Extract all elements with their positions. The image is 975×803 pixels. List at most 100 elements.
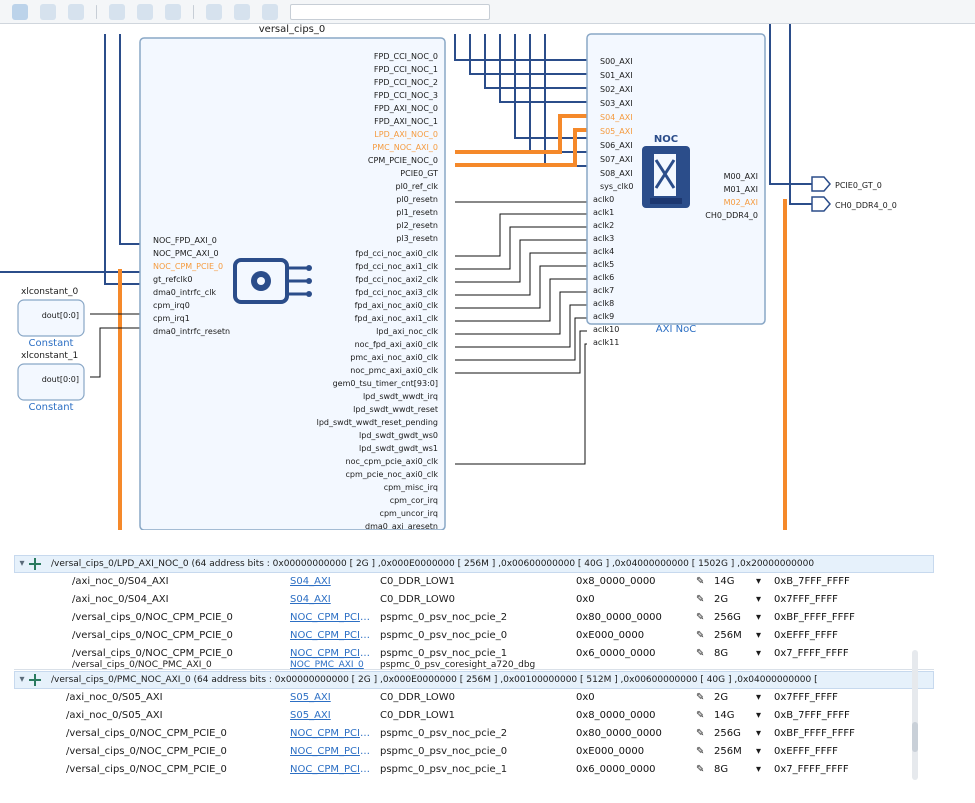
noc-port-left: aclk4	[593, 247, 614, 256]
range[interactable]: 2G	[714, 692, 729, 703]
pencil-icon[interactable]: ✎	[696, 746, 705, 757]
address-group-header[interactable]: ▾ /versal_cips_0/PMC_NOC_AXI_0 (64 addre…	[14, 671, 934, 689]
table-row[interactable]: /axi_noc_0/S05_AXI S05_AXI C0_DDR_LOW0 0…	[14, 689, 934, 707]
base-address[interactable]: 0x80_0000_0000	[576, 612, 662, 623]
table-row[interactable]: /versal_cips_0/NOC_CPM_PCIE_0 NOC_CPM_PC…	[14, 627, 934, 645]
toolbar-icon[interactable]	[68, 3, 84, 20]
noc-port-right: M00_AXI	[724, 172, 758, 181]
range[interactable]: 14G	[714, 710, 735, 721]
base-address[interactable]: 0x0	[576, 594, 595, 605]
chevron-down-icon[interactable]: ▾	[756, 630, 762, 641]
chevron-down-icon[interactable]: ▾	[756, 764, 762, 775]
toolbar-search-input[interactable]	[290, 3, 490, 20]
table-row[interactable]: /versal_cips_0/NOC_CPM_PCIE_0 NOC_CPM_PC…	[14, 645, 934, 663]
range[interactable]: 256G	[714, 728, 741, 739]
slave-interface[interactable]: NOC_CPM_PCIE_0	[290, 630, 376, 641]
cips-right-port: fpd_cci_noc_axi3_clk	[355, 288, 438, 297]
pencil-icon[interactable]: ✎	[696, 594, 705, 605]
toolbar-icon[interactable]	[206, 3, 222, 20]
base-address[interactable]: 0x6_0000_0000	[576, 764, 656, 775]
output-port-pcie0[interactable]: PCIE0_GT_0	[835, 181, 882, 190]
base-address[interactable]: 0x8_0000_0000	[576, 576, 656, 587]
pencil-icon[interactable]: ✎	[696, 612, 705, 623]
cips-right-port: FPD_CCI_NOC_2	[374, 78, 438, 87]
slave-interface[interactable]: S04_AXI	[290, 594, 331, 605]
constant-block[interactable]	[17, 299, 85, 337]
chevron-down-icon[interactable]: ▾	[756, 692, 762, 703]
xlconstant-1[interactable]: xlconstant_1 dout[0:0] Constant	[17, 351, 85, 413]
chevron-down-icon[interactable]: ▾	[756, 710, 762, 721]
slave-interface[interactable]: S05_AXI	[290, 710, 331, 721]
wire-to-ch0-ddr4	[789, 24, 812, 205]
wire-to-s06	[514, 34, 587, 139]
toolbar-icon[interactable]	[165, 3, 181, 20]
noc-port-left: aclk5	[593, 260, 614, 269]
range[interactable]: 2G	[714, 594, 729, 605]
wire-noc-fpd	[455, 304, 587, 348]
vertical-scrollbar[interactable]	[912, 650, 918, 780]
cips-right-port: pl0_ref_clk	[396, 182, 439, 191]
base-name: pspmc_0_psv_noc_pcie_2	[380, 728, 508, 739]
slave-interface[interactable]: S04_AXI	[290, 576, 331, 587]
toolbar-icon[interactable]	[262, 3, 278, 20]
slave-interface[interactable]: NOC_CPM_PCIE_0	[290, 728, 376, 739]
cips-right-port: cpm_pcie_noc_axi0_clk	[346, 470, 439, 479]
cips-right-port: noc_pmc_axi_axi0_clk	[350, 366, 438, 375]
toolbar-icon[interactable]	[12, 3, 28, 20]
xlconstant-0[interactable]: xlconstant_0 dout[0:0] Constant	[17, 287, 85, 349]
range[interactable]: 8G	[714, 764, 729, 775]
range[interactable]: 256M	[714, 630, 742, 641]
orange-wires	[118, 114, 787, 530]
slave-interface[interactable]: S05_AXI	[290, 692, 331, 703]
range[interactable]: 256G	[714, 612, 741, 623]
pencil-icon[interactable]: ✎	[696, 710, 705, 721]
range[interactable]: 14G	[714, 576, 735, 587]
table-row[interactable]: /versal_cips_0/NOC_CPM_PCIE_0 NOC_CPM_PC…	[14, 725, 934, 743]
scrollbar-thumb[interactable]	[912, 722, 918, 752]
table-row[interactable]: /axi_noc_0/S05_AXI S05_AXI C0_DDR_LOW1 0…	[14, 707, 934, 725]
toolbar-icon[interactable]	[109, 3, 125, 20]
toolbar-icon[interactable]	[40, 3, 56, 20]
wire-lpd-to-s04	[455, 114, 587, 154]
chevron-down-icon[interactable]: ▾	[756, 728, 762, 739]
chevron-down-icon[interactable]: ▾	[756, 594, 762, 605]
address-space-icon	[29, 558, 41, 570]
table-row[interactable]: /axi_noc_0/S04_AXI S04_AXI C0_DDR_LOW0 0…	[14, 591, 934, 609]
table-row[interactable]: /versal_cips_0/NOC_CPM_PCIE_0 NOC_CPM_PC…	[14, 761, 934, 779]
cips-right-port: LPD_AXI_NOC_0	[374, 130, 438, 139]
constant-block[interactable]	[17, 363, 85, 401]
pencil-icon[interactable]: ✎	[696, 692, 705, 703]
chevron-down-icon[interactable]: ▾	[19, 674, 25, 685]
pencil-icon[interactable]: ✎	[696, 764, 705, 775]
address-editor-table: ▾ /versal_cips_0/LPD_AXI_NOC_0 (64 addre…	[14, 555, 934, 803]
table-row[interactable]: /versal_cips_0/NOC_CPM_PCIE_0 NOC_CPM_PC…	[14, 743, 934, 761]
range[interactable]: 256M	[714, 746, 742, 757]
pencil-icon[interactable]: ✎	[696, 728, 705, 739]
chevron-down-icon[interactable]: ▾	[19, 558, 25, 569]
toolbar-icon[interactable]	[137, 3, 153, 20]
wire-to-s08	[544, 34, 587, 167]
toolbar-icon[interactable]	[234, 3, 250, 20]
noc-port-left: aclk6	[593, 273, 614, 282]
chevron-down-icon[interactable]: ▾	[756, 612, 762, 623]
noc-port-left: aclk10	[593, 325, 619, 334]
base-address[interactable]: 0x80_0000_0000	[576, 728, 662, 739]
slave-interface[interactable]: NOC_CPM_PCIE_0	[290, 746, 376, 757]
chevron-down-icon[interactable]: ▾	[756, 576, 762, 587]
noc-port-left: S07_AXI	[600, 155, 633, 164]
address-group-header[interactable]: ▾ /versal_cips_0/LPD_AXI_NOC_0 (64 addre…	[14, 555, 934, 573]
output-port-ch0-ddr4[interactable]: CH0_DDR4_0_0	[835, 201, 897, 210]
pencil-icon[interactable]: ✎	[696, 630, 705, 641]
base-address[interactable]: 0x8_0000_0000	[576, 710, 656, 721]
table-row[interactable]: /versal_cips_0/NOC_CPM_PCIE_0 NOC_CPM_PC…	[14, 609, 934, 627]
noc-port-left: aclk1	[593, 208, 614, 217]
base-address[interactable]: 0x0	[576, 692, 595, 703]
table-row[interactable]: /axi_noc_0/S04_AXI S04_AXI C0_DDR_LOW1 0…	[14, 573, 934, 591]
chevron-down-icon[interactable]: ▾	[756, 746, 762, 757]
slave-interface[interactable]: NOC_CPM_PCIE_0	[290, 612, 376, 623]
wire-pmc	[455, 317, 587, 361]
slave-interface[interactable]: NOC_CPM_PCIE_0	[290, 764, 376, 775]
base-address[interactable]: 0xE000_0000	[576, 746, 645, 757]
base-address[interactable]: 0xE000_0000	[576, 630, 645, 641]
pencil-icon[interactable]: ✎	[696, 576, 705, 587]
